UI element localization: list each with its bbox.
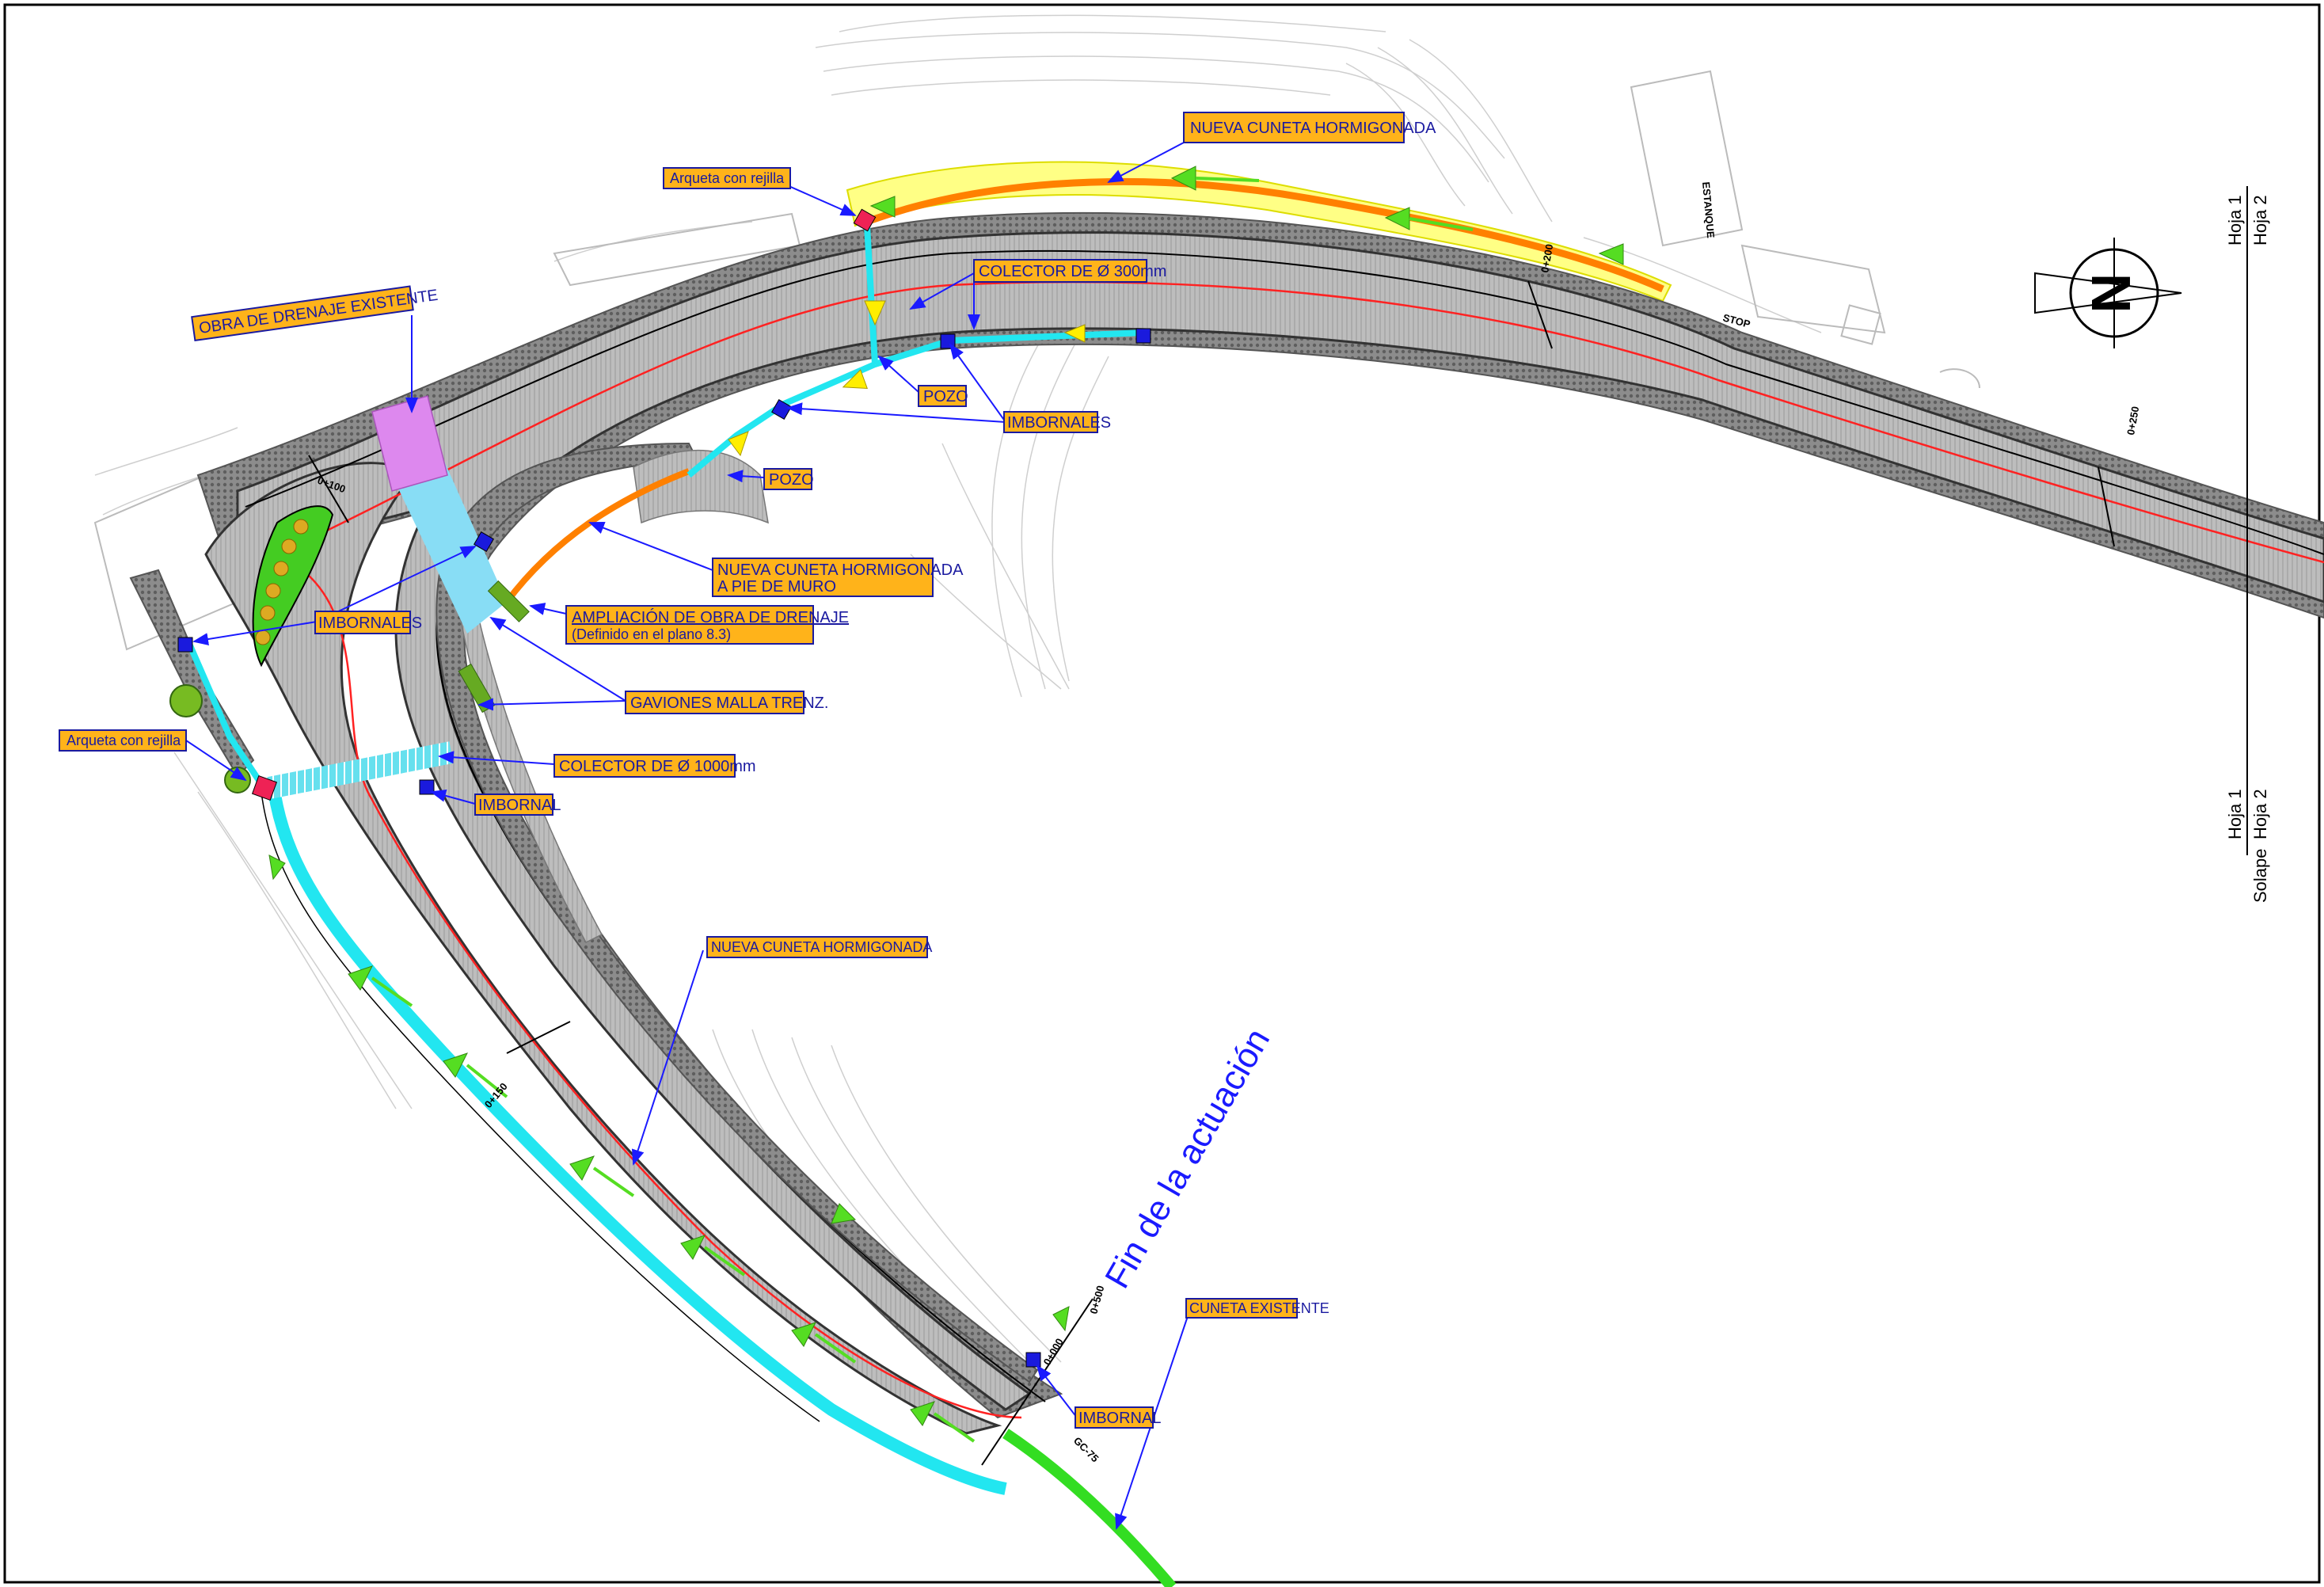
label-nueva-cuneta-top: NUEVA CUNETA HORMIGONADA [1183, 112, 1436, 143]
svg-text:COLECTOR DE Ø 300mm: COLECTOR DE Ø 300mm [979, 263, 1166, 280]
island-trees [255, 519, 309, 645]
svg-text:Solape: Solape [2250, 848, 2270, 903]
label-nueva-cuneta-muro: NUEVA CUNETA HORMIGONADA A PIE DE MURO [712, 558, 964, 597]
colector-left-connector [187, 644, 264, 786]
label-colector-1000: COLECTOR DE Ø 1000mm [553, 754, 756, 778]
svg-text:GAVIONES MALLA TRENZ.: GAVIONES MALLA TRENZ. [630, 695, 828, 712]
svg-text:Hoja 2: Hoja 2 [2250, 195, 2270, 245]
cuneta-existente [1002, 1429, 1177, 1587]
label-pozo-1: POZO [918, 385, 968, 407]
label-imbornal-1: IMBORNAL [474, 794, 561, 816]
svg-text:NUEVA CUNETA HORMIGONADA: NUEVA CUNETA HORMIGONADA [1190, 120, 1436, 137]
sheet-marker-mid: Hoja 1 Hoja 2 Solape [2225, 780, 2270, 903]
map-text-estanque: ESTANQUE [1700, 181, 1717, 239]
label-gaviones: GAVIONES MALLA TRENZ. [625, 691, 828, 714]
svg-text:Arqueta con rejilla: Arqueta con rejilla [670, 170, 785, 186]
svg-text:IMBORNAL: IMBORNAL [1078, 1410, 1161, 1427]
svg-text:COLECTOR DE Ø 1000mm: COLECTOR DE Ø 1000mm [559, 758, 756, 775]
label-ampliacion-drenaje: AMPLIACIÓN DE OBRA DE DRENAJE (Definido … [565, 605, 849, 645]
cuneta-lower [267, 783, 1007, 1495]
colector-1000 [267, 741, 454, 799]
road-axis [276, 280, 2324, 564]
label-nueva-cuneta-mid: NUEVA CUNETA HORMIGONADA [706, 936, 932, 958]
cuneta-top-orange [869, 178, 1664, 293]
svg-text:Hoja 1: Hoja 1 [2225, 789, 2245, 839]
pk-500: 0+500 [1087, 1284, 1106, 1315]
arquetas [251, 208, 877, 801]
svg-text:IMBORNALES: IMBORNALES [1007, 414, 1111, 432]
fin-actuacion-label: Fin de la actuación [1097, 1022, 1277, 1295]
svg-text:Hoja 1: Hoja 1 [2225, 195, 2245, 245]
svg-text:(Definido en el plano 8.3): (Definido en el plano 8.3) [572, 626, 731, 642]
flow-arrows-yellow [728, 300, 1086, 457]
pk-250: 0+250 [2124, 405, 2141, 436]
pk-200: 0+200 [1539, 243, 1555, 274]
flow-arrow-lines [371, 177, 1474, 1443]
wall-hatch [633, 449, 769, 524]
road-axis-curve [276, 553, 1022, 1419]
north-arrow-icon: N [2080, 273, 2142, 314]
svg-text:NUEVA CUNETA HORMIGONADA: NUEVA CUNETA HORMIGONADA [717, 561, 964, 579]
label-cuneta-existente: CUNETA EXISTENTE [1185, 1298, 1329, 1319]
label-imbornales-2: IMBORNALES [314, 611, 422, 634]
map-text-gc: GC-75 [1071, 1435, 1101, 1465]
road-surface [236, 231, 2324, 1411]
svg-text:IMBORNAL: IMBORNAL [478, 797, 561, 814]
svg-text:NUEVA CUNETA HORMIGONADA: NUEVA CUNETA HORMIGONADA [711, 939, 932, 955]
svg-text:A PIE DE MURO: A PIE DE MURO [717, 578, 836, 596]
drainage-band [392, 459, 507, 634]
svg-text:AMPLIACIÓN DE OBRA DE DRENAJE: AMPLIACIÓN DE OBRA DE DRENAJE [572, 608, 849, 626]
label-arqueta-top: Arqueta con rejilla [663, 167, 791, 189]
label-imbornales-1: IMBORNALES [1003, 411, 1111, 433]
station-markers [308, 280, 2115, 1466]
callout-labels: NUEVA CUNETA HORMIGONADA Arqueta con rej… [59, 112, 1436, 1429]
north-arrow: N [2034, 238, 2182, 348]
svg-text:Arqueta con rejilla: Arqueta con rejilla [67, 733, 181, 748]
label-pozo-2: POZO [763, 468, 814, 490]
label-colector-300: COLECTOR DE Ø 300mm [973, 259, 1166, 283]
label-imbornal-2: IMBORNAL [1075, 1406, 1161, 1429]
svg-text:POZO: POZO [923, 388, 968, 405]
svg-text:POZO: POZO [769, 471, 814, 489]
cuneta-lower-edge [261, 791, 820, 1422]
flow-arrows-green [268, 166, 1624, 1426]
svg-text:Hoja 2: Hoja 2 [2250, 789, 2270, 839]
green-island [252, 505, 334, 668]
label-arqueta-left: Arqueta con rejilla [59, 729, 187, 752]
road-edge-line [245, 249, 2324, 555]
pk-000: 0+000 [1041, 1336, 1066, 1367]
svg-text:CUNETA EXISTENTE: CUNETA EXISTENTE [1189, 1300, 1329, 1316]
svg-text:IMBORNALES: IMBORNALES [318, 615, 422, 632]
label-obra-drenaje-existente: OBRA DE DRENAJE EXISTENTE [191, 285, 439, 342]
